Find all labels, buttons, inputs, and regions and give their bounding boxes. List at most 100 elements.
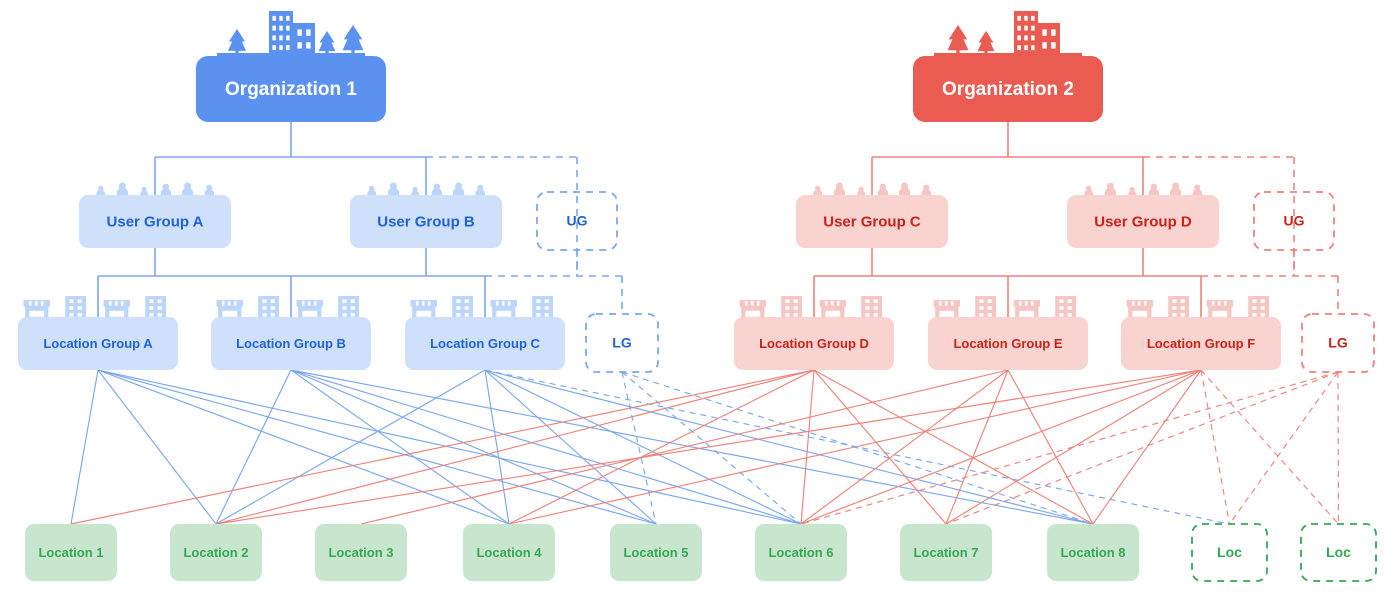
location-group-card-4[interactable]: Location Group D — [734, 317, 894, 370]
location-group-card-5-box[interactable] — [928, 317, 1088, 370]
shop-window-icon — [745, 310, 761, 317]
location-card-6[interactable]: Location 6 — [755, 524, 847, 581]
user-group-card-1-box[interactable] — [79, 195, 231, 248]
location-placeholder-1-box[interactable] — [1191, 523, 1268, 582]
awning-stripe-icon — [28, 301, 32, 306]
awning-stripe-icon — [415, 301, 419, 306]
organization-card-2[interactable]: Organization 2 — [913, 56, 1103, 122]
user-group-card-2-box[interactable] — [350, 195, 502, 248]
location-card-1[interactable]: Location 1 — [25, 524, 117, 581]
window-icon — [979, 299, 984, 303]
organization-card-1[interactable]: Organization 1 — [196, 56, 386, 122]
location-group-card-2[interactable]: Location Group B — [211, 317, 371, 370]
user-group-card-3-box[interactable] — [796, 195, 948, 248]
location-group-card-6[interactable]: Location Group F — [1121, 317, 1281, 370]
location-group-placeholder-2-box[interactable] — [1301, 313, 1375, 373]
location-card-2[interactable]: Location 2 — [170, 524, 262, 581]
user-group-placeholder-2[interactable]: UG — [1253, 191, 1335, 251]
location-card-4-box[interactable] — [463, 524, 555, 581]
location-group-placeholder-1-box[interactable] — [585, 313, 659, 373]
window-icon — [1017, 15, 1021, 21]
window-icon — [793, 313, 798, 317]
location-placeholder-2[interactable]: Loc — [1300, 523, 1377, 582]
window-icon — [873, 313, 878, 317]
location-group-card-2-box[interactable] — [211, 317, 371, 370]
window-icon — [1252, 299, 1257, 303]
shops-buildings-icon — [933, 296, 1076, 320]
location-card-8-box[interactable] — [1047, 524, 1139, 581]
window-icon — [286, 15, 290, 21]
window-icon — [1051, 29, 1056, 36]
awning-stripe-icon — [950, 301, 954, 306]
location-card-2-box[interactable] — [170, 524, 262, 581]
location-group-card-3-box[interactable] — [405, 317, 565, 370]
organization-card-2-box[interactable] — [913, 56, 1103, 122]
window-icon — [1017, 35, 1021, 41]
awning-stripe-icon — [507, 301, 511, 306]
location-card-5[interactable]: Location 5 — [610, 524, 702, 581]
location-group-card-4-label: Location Group D — [759, 336, 869, 351]
city-skyline-icon — [934, 11, 1082, 59]
window-icon — [1059, 306, 1064, 310]
user-group-card-2[interactable]: User Group B — [350, 195, 502, 248]
tree-trunk-icon — [235, 50, 239, 55]
location-placeholder-2-box[interactable] — [1300, 523, 1377, 582]
mesh-link-blue — [290, 369, 510, 525]
window-icon — [1024, 25, 1028, 31]
awning-stripe-icon — [313, 301, 317, 306]
window-icon — [865, 306, 870, 310]
user-group-placeholder-2-box[interactable] — [1253, 191, 1335, 251]
location-card-1-box[interactable] — [25, 524, 117, 581]
location-group-card-3[interactable]: Location Group C — [405, 317, 565, 370]
organization-card-1-box[interactable] — [196, 56, 386, 122]
location-card-5-box[interactable] — [610, 524, 702, 581]
user-group-card-3[interactable]: User Group C — [796, 195, 948, 248]
nodes-layer: Organization 1 Organization 2 User Group A… — [18, 11, 1377, 582]
window-icon — [1059, 313, 1064, 317]
location-card-7[interactable]: Location 7 — [900, 524, 992, 581]
user-group-card-4-box[interactable] — [1067, 195, 1219, 248]
user-group-placeholder-1-box[interactable] — [536, 191, 618, 251]
location-group-card-5[interactable]: Location Group E — [928, 317, 1088, 370]
location-card-6-box[interactable] — [755, 524, 847, 581]
awning-stripe-icon — [221, 301, 225, 306]
window-icon — [793, 306, 798, 310]
user-group-card-3-label: User Group C — [823, 213, 921, 230]
location-card-3[interactable]: Location 3 — [315, 524, 407, 581]
window-icon — [272, 45, 276, 51]
location-group-placeholder-1[interactable]: LG — [585, 313, 659, 373]
location-card-3-box[interactable] — [315, 524, 407, 581]
window-icon — [1031, 45, 1035, 51]
window-icon — [77, 313, 82, 317]
window-icon — [987, 313, 992, 317]
location-group-card-1-label: Location Group A — [43, 336, 153, 351]
location-placeholder-1[interactable]: Loc — [1191, 523, 1268, 582]
user-group-placeholder-1[interactable]: UG — [536, 191, 618, 251]
window-icon — [262, 306, 267, 310]
user-group-card-1[interactable]: User Group A — [79, 195, 231, 248]
location-group-placeholder-1-label: LG — [612, 335, 632, 351]
location-group-card-4-box[interactable] — [734, 317, 894, 370]
awning-stripe-icon — [233, 301, 237, 306]
window-icon — [456, 306, 461, 310]
awning-stripe-icon — [421, 301, 425, 306]
location-group-card-1[interactable]: Location Group A — [18, 317, 178, 370]
user-group-card-4[interactable]: User Group D — [1067, 195, 1219, 248]
location-card-8[interactable]: Location 8 — [1047, 524, 1139, 581]
window-icon — [1051, 42, 1056, 49]
building-icon — [1168, 296, 1189, 320]
tree-trunk-icon — [325, 50, 329, 55]
awning-stripe-icon — [427, 301, 431, 306]
window-icon — [342, 313, 347, 317]
mesh-link-red-dashed — [945, 371, 1339, 525]
location-group-card-6-box[interactable] — [1121, 317, 1281, 370]
location-card-4-label: Location 4 — [476, 545, 542, 560]
window-icon — [865, 299, 870, 303]
location-card-7-box[interactable] — [900, 524, 992, 581]
location-group-card-1-box[interactable] — [18, 317, 178, 370]
window-icon — [306, 42, 311, 49]
shop-window-icon — [1019, 310, 1035, 317]
location-card-4[interactable]: Location 4 — [463, 524, 555, 581]
location-group-placeholder-2[interactable]: LG — [1301, 313, 1375, 373]
